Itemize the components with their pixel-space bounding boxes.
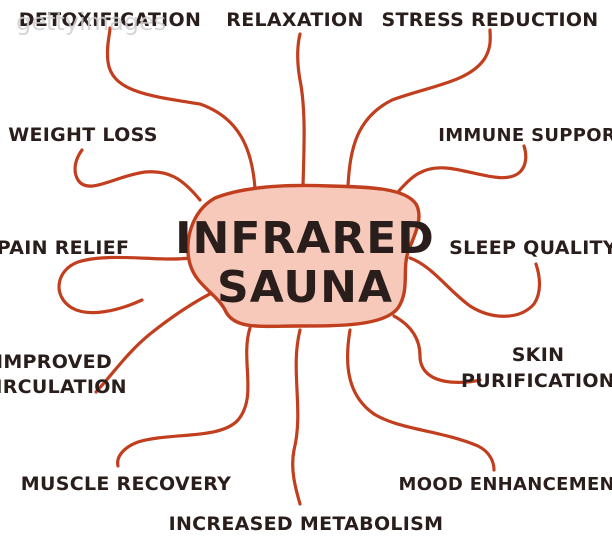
hub-blob [186, 183, 421, 329]
hub-title-line-2: SAUNA [217, 262, 393, 313]
label-increased-metabolism: INCREASED METABOLISM [169, 513, 444, 535]
branch-line-weight-loss [73, 148, 202, 202]
branch-line-pain-relief [57, 255, 192, 315]
label-skin-purification-line-2: PURIFICATION [461, 370, 612, 392]
watermark-text: gettyimages [16, 8, 166, 36]
branch-line-increased-metabolism [291, 328, 302, 506]
branch-line-skin-purification [392, 314, 482, 384]
branch-line-detoxification [105, 26, 257, 190]
label-muscle-recovery: MUSCLE RECOVERY [21, 473, 231, 495]
branch-line-relaxation [296, 32, 306, 188]
branch-line-stress-reduction [346, 28, 492, 188]
label-pain-relief: PAIN RELIEF [0, 237, 129, 259]
label-detoxification: DETOXIFICATION [19, 9, 201, 31]
branch-labels: DETOXIFICATION RELAXATION STRESS REDUCTI… [0, 9, 612, 535]
label-weight-loss: WEIGHT LOSS [8, 124, 157, 146]
hub-title-line-1: INFRARED [175, 213, 435, 264]
label-skin-purification-line-1: SKIN [512, 344, 565, 366]
label-stress-reduction: STRESS REDUCTION [381, 9, 598, 31]
branch-lines [57, 26, 542, 506]
branch-line-improved-circulation [94, 288, 220, 394]
label-improved-circulation-line-2: CIRCULATION [0, 376, 127, 398]
label-relaxation: RELAXATION [226, 9, 363, 31]
label-mood-enhancement: MOOD ENHANCEMENT [399, 474, 612, 495]
label-immune-support: IMMUNE SUPPORT [438, 125, 612, 146]
central-hub: INFRARED SAUNA [175, 183, 435, 329]
label-improved-circulation-line-1: IMPROVED [0, 351, 112, 373]
branch-line-muscle-recovery [116, 326, 252, 468]
label-sleep-quality: SLEEP QUALITY [449, 237, 612, 259]
branch-line-sleep-quality [408, 256, 542, 318]
branch-line-mood-enhancement [346, 328, 496, 472]
branch-line-immune-support [396, 144, 528, 194]
